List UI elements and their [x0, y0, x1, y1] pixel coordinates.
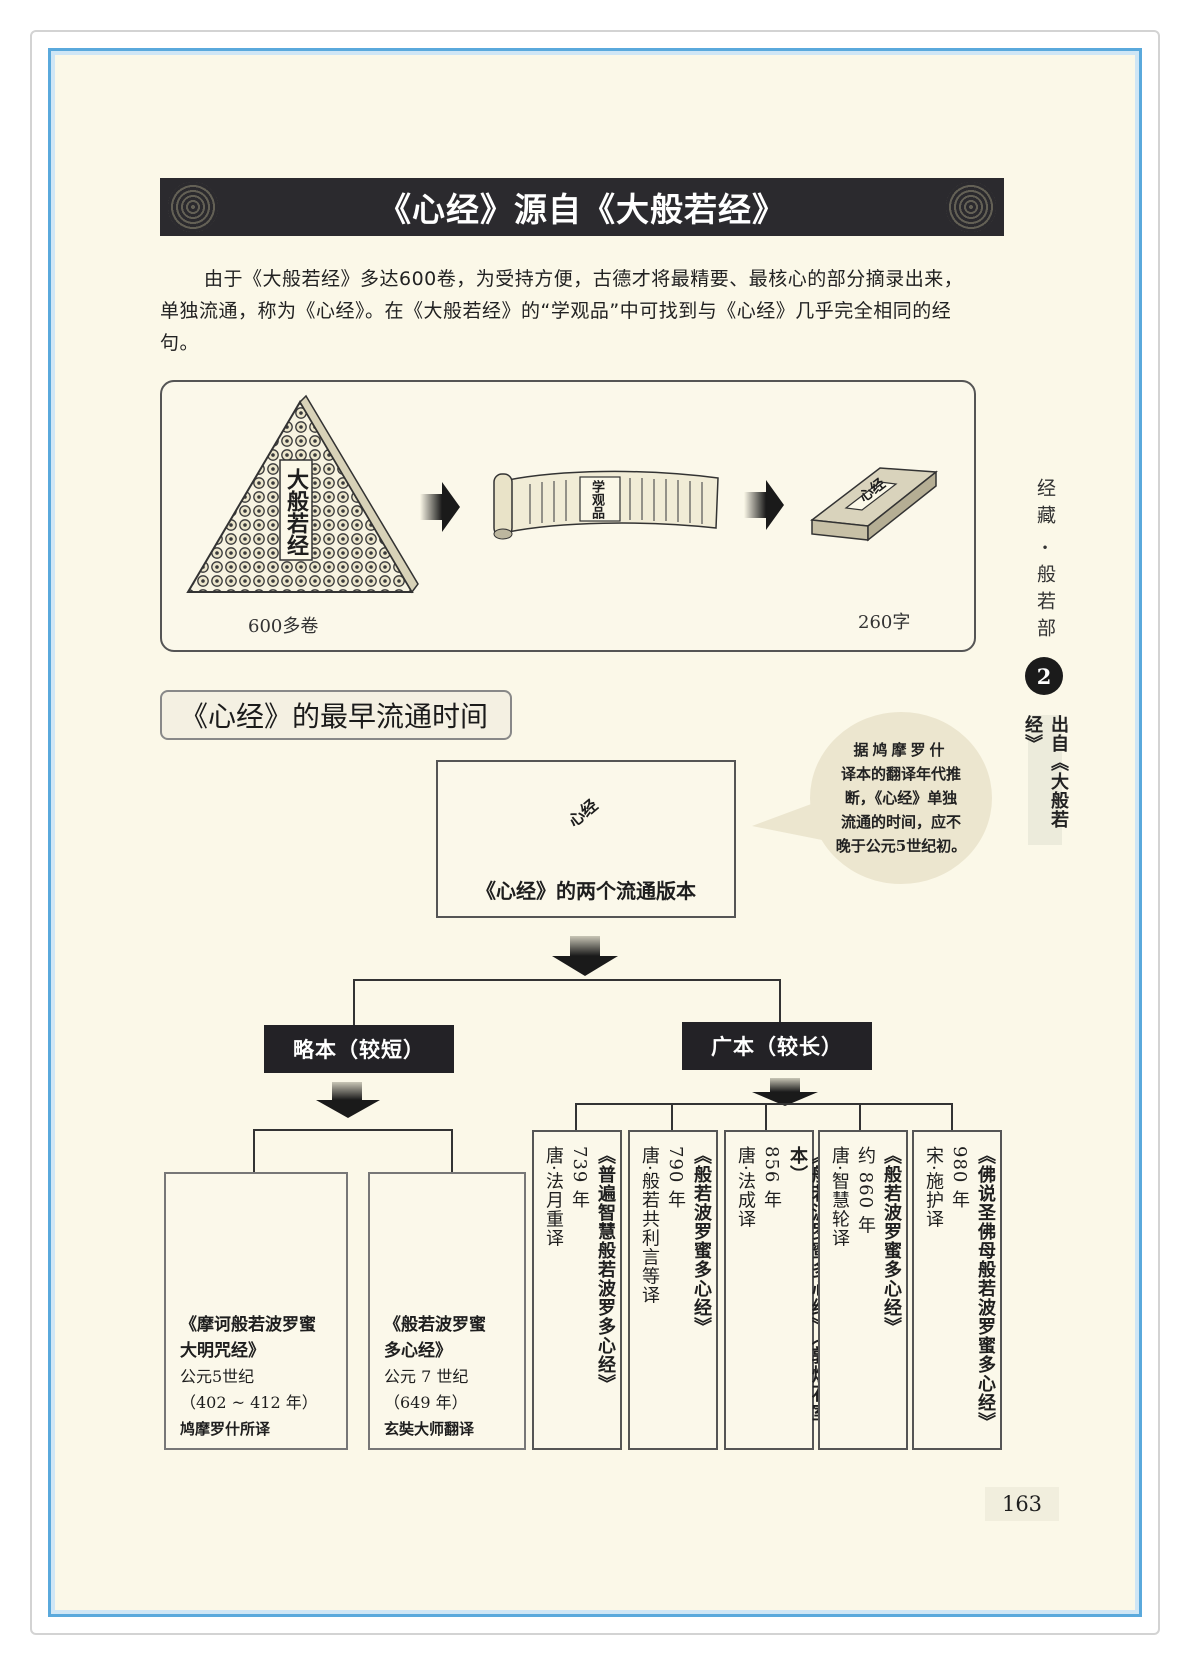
page-title: 《心经》源自《大般若经》: [378, 190, 786, 229]
long-version-column: 《佛说圣佛母般若波罗蜜多心经》 980 年 宋·施护译: [912, 1130, 1002, 1450]
ornament-right-icon: [946, 182, 996, 232]
card-years: （649 年）: [384, 1393, 468, 1412]
short-version-card: 《般若波罗蜜 多心经》 公元 7 世纪 （649 年） 玄奘大师翻译: [368, 1172, 526, 1450]
versions-box: 《心经》的两个流通版本: [436, 760, 736, 918]
long-version-title: 《普遍智慧般若波罗多心经》: [595, 1146, 616, 1393]
intro-paragraph: 由于《大般若经》多达600卷，为受持方便，古德才将最精要、最核心的部分摘录出来，…: [160, 268, 964, 354]
note-line: 晚于公元5世纪初。: [835, 837, 967, 855]
card-translator: 鸠摩罗什所译: [180, 1420, 271, 1438]
card-title: 《般若波罗蜜: [384, 1315, 486, 1335]
side-nav-section: 经藏: [1034, 478, 1056, 532]
long-version-column: 《般若波罗蜜多心经》 约 860 年 唐·智慧轮译: [818, 1130, 908, 1450]
arrow-right-icon: [744, 480, 784, 530]
scroll-label: 学观品: [589, 480, 604, 519]
long-version-column: 《普遍智慧般若波罗多心经》 739 年 唐·法月重译: [532, 1130, 622, 1450]
long-version-translator: 唐·法成译: [735, 1146, 756, 1229]
page-number: 163: [985, 1487, 1059, 1521]
long-version-translator: 唐·法月重译: [543, 1146, 564, 1248]
long-version-column: 《般若波罗蜜多心经》 790 年 唐·般若共利言等译: [628, 1130, 718, 1450]
card-era: 公元 7 世纪: [384, 1367, 469, 1386]
card-translator: 玄奘大师翻译: [384, 1420, 475, 1438]
card-title: 多心经》: [384, 1341, 452, 1361]
note-line: 译本的翻译年代推: [840, 765, 961, 783]
sutra-book-icon: [810, 467, 938, 542]
open-scroll-icon: [493, 470, 719, 540]
long-version-year: 980 年: [949, 1146, 970, 1210]
long-version-title: 《般若波罗蜜多心经》: [691, 1146, 712, 1336]
long-version-year: 856 年: [761, 1146, 782, 1210]
scroll-pyramid-icon: [186, 394, 419, 594]
long-version-year: 739 年: [569, 1146, 590, 1210]
branch-connector: [353, 979, 781, 1026]
card-title: 大明咒经》: [180, 1341, 265, 1361]
chapter-badge: 2: [1025, 657, 1063, 695]
short-version-card: 《摩诃般若波罗蜜 大明咒经》 公元5世纪 （402 ~ 412 年） 鸠摩罗什所…: [164, 1172, 348, 1450]
ornament-left-icon: [168, 182, 218, 232]
long-version-translator: 宋·施护译: [923, 1146, 944, 1229]
section-title-text: 《心经》的最早流通时间: [180, 700, 489, 733]
section-title: 《心经》的最早流通时间: [160, 690, 512, 740]
arrow-down-icon: [552, 936, 618, 976]
card-era: 公元5世纪: [180, 1367, 255, 1386]
arrow-right-icon: [420, 482, 460, 532]
short-versions-connector: [253, 1129, 453, 1172]
versions-caption: 《心经》的两个流通版本: [476, 879, 696, 903]
arrow-down-icon: [752, 1078, 818, 1106]
long-version-title: 《佛说圣佛母般若波罗蜜多心经》: [975, 1146, 996, 1431]
note-bubble: [810, 712, 992, 884]
long-version-year: 790 年: [665, 1146, 686, 1210]
side-nav: 经藏 · 般若部: [1030, 478, 1060, 645]
side-nav-dot: ·: [1041, 537, 1049, 559]
long-version-label: 广本（较长）: [682, 1022, 872, 1070]
note-line: 据鸠摩罗什: [853, 741, 949, 759]
long-version-column: 《般若波罗蜜多心经》（敦煌石室本） 856 年 唐·法成译: [724, 1130, 830, 1450]
note-line: 流通的时间，应不: [840, 813, 961, 831]
side-tab: 出自《大般若经》: [1022, 715, 1069, 845]
arrow-down-icon: [316, 1082, 380, 1118]
card-title: 《摩诃般若波罗蜜: [180, 1315, 316, 1335]
long-versions-connector: [575, 1103, 953, 1130]
title-banner: 《心经》源自《大般若经》: [160, 178, 1004, 236]
short-version-label: 略本（较短）: [264, 1025, 454, 1073]
side-nav-subsection: 般若部: [1034, 564, 1056, 645]
long-version-title: 《般若波罗蜜多心经》: [881, 1146, 902, 1336]
note-text: 据鸠摩罗什 译本的翻译年代推 断，《心经》单独 流通的时间，应不 晚于公元5世纪…: [818, 738, 984, 858]
card-years: （402 ~ 412 年）: [180, 1393, 318, 1412]
long-version-translator: 唐·般若共利言等译: [639, 1146, 660, 1305]
note-line: 断，《心经》单独: [844, 789, 958, 807]
long-version-translator: 唐·智慧轮译: [829, 1146, 850, 1248]
right-caption: 260字: [858, 612, 911, 633]
pyramid-label: 大般若经: [283, 468, 309, 556]
long-version-year: 约 860 年: [855, 1146, 876, 1235]
left-caption: 600多卷: [248, 616, 319, 637]
